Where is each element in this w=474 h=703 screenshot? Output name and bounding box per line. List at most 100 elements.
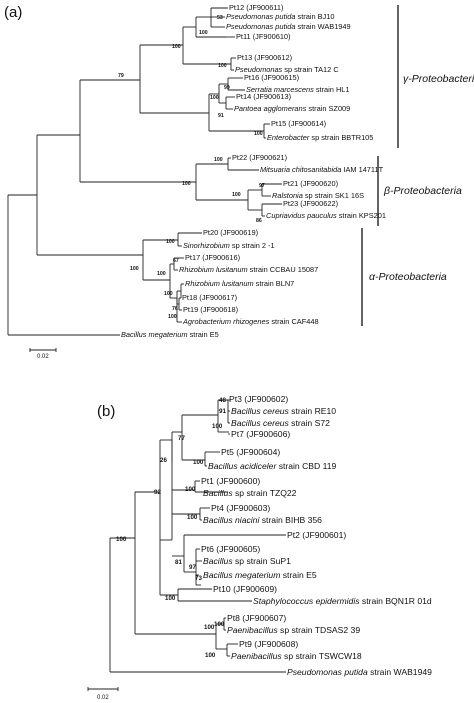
taxon-label: Bacillus megaterium strain E5 [121,330,219,339]
bootstrap-value: 53 [217,15,223,21]
bootstrap-value: 91 [219,408,226,415]
bootstrap-value: 77 [178,435,185,442]
bootstrap-value: 100 [172,44,181,50]
bootstrap-value: 100 [212,423,223,430]
taxon-label: Bacillus acidiceler strain CBD 119 [208,461,337,471]
bootstrap-value: 100 [157,271,166,277]
bootstrap-value: 48 [219,397,226,404]
taxon-label: Pt9 (JF900608) [239,639,298,649]
bootstrap-value: 100 [168,314,177,320]
panel-a: (a) [4,3,474,360]
taxon-label: Pseudomonas putida strain WAB1949 [287,667,432,677]
bootstrap-value: 100 [185,486,196,493]
bootstrap-value: 100 [254,131,263,137]
bootstrap-value: 97 [189,564,196,571]
panel-b: (b) [87,394,432,701]
taxon-label: Pt2 (JF900601) [287,530,346,540]
bootstrap-value: 100 [204,624,215,631]
taxon-label: Mitsuaria chitosanitabida IAM 14711T [260,165,384,174]
bootstrap-value: 73 [195,575,202,582]
bootstrap-value: 81 [175,559,182,566]
gamma-group-label: γ-Proteobacteria [403,73,474,85]
bootstrap-value: 79 [118,73,124,79]
bootstrap-value: 100 [166,239,175,245]
taxon-label: Pt8 (JF900607) [227,613,286,623]
taxon-label: Bacillus cereus strain RE10 [231,406,336,416]
taxon-label: Pt11 (JF900610) [236,32,291,41]
taxon-label: Pantoea agglomerans strain SZ009 [234,104,350,113]
panel-b-bootstraps: 48 91 100 77 100 26 100 92 100 100 81 97… [116,397,226,659]
bootstrap-value: 100 [193,459,204,466]
panel-a-taxa: Pt12 (JF900611) Pseudomonas putida strai… [121,3,386,339]
alpha-group-label: α-Proteobacteria [369,271,447,283]
bootstrap-value: 100 [187,514,198,521]
bootstrap-value: 100 [165,595,176,602]
taxon-label: Pt12 (JF900611) [229,3,284,12]
panel-b-tree [109,399,286,673]
taxon-label: Bacillus cereus strain S72 [231,418,330,428]
taxon-label: Pt18 (JF900617) [182,293,237,302]
bootstrap-value: 100 [218,63,227,69]
taxon-label: Pt1 (JF900600) [201,476,260,486]
bootstrap-value: 26 [160,457,167,464]
taxon-label: Pt10 (JF900609) [213,584,277,594]
taxon-label: Pt19 (JF900618) [183,305,238,314]
panel-a-bootstraps: 53 100 100 79 100 99 100 91 100 100 100 … [118,15,265,320]
bootstrap-value: 86 [256,218,262,224]
taxon-label: Pt15 (JF900614) [271,119,326,128]
taxon-label: Paenibacillus sp strain TDSAS2 39 [227,625,360,635]
scale-label: 0.02 [37,354,49,360]
taxon-label: Pt3 (JF900602) [229,394,288,404]
bootstrap-value: 100 [164,291,173,297]
taxon-label: Pt16 (JF900615) [244,73,299,82]
taxon-label: Rhizobium lusitanum strain BLN7 [185,279,294,288]
taxon-label: Pt17 (JF900616) [185,253,240,262]
taxon-label: Serratia marcescens strain HL1 [246,85,350,94]
taxon-label: Pt21 (JF900620) [283,179,338,188]
bootstrap-value: 67 [173,258,179,264]
bootstrap-value: 100 [130,266,139,272]
taxon-label: Enterobacter sp strain BBTR105 [267,133,373,142]
bootstrap-value: 100 [210,95,219,101]
taxon-label: Staphylococcus epidermidis strain BQN1R … [253,596,432,606]
panel-a-tree [7,7,282,336]
scale-label: 0.02 [97,695,109,701]
bootstrap-value: 97 [259,183,265,189]
taxon-label: Pt13 (JF900612) [237,53,292,62]
taxon-label: Pseudomonas putida strain WAB1949 [226,22,351,31]
bootstrap-value: 100 [205,652,216,659]
taxon-label: Bacillus niacini strain BIHB 356 [203,515,322,525]
taxon-label: Pseudomonas putida strain BJ10 [226,12,334,21]
taxon-label: Pt23 (JF900622) [283,199,338,208]
taxon-label: Cupriavidus pauculus strain KPS201 [266,211,386,220]
panel-b-label: (b) [97,403,115,420]
taxon-label: Pseudomonas sp strain TA12 C [235,65,339,74]
bootstrap-value: 100 [232,192,241,198]
taxon-label: Pt22 (JF900621) [232,153,287,162]
bootstrap-value: 100 [199,30,208,36]
taxon-label: Pt14 (JF900613) [236,92,291,101]
taxon-label: Rhizobium lusitanum strain CCBAU 15087 [179,265,318,274]
taxon-label: Pt5 (JF900604) [221,447,280,457]
taxon-label: Bacillus sp strain SuP1 [203,556,291,566]
taxon-label: Ralstonia sp strain SK1 16S [272,191,364,200]
panel-b-taxa: Pt3 (JF900602) Bacillus cereus strain RE… [201,394,432,677]
bootstrap-value: 100 [182,181,191,187]
beta-group-label: β-Proteobacteria [383,185,462,197]
taxon-label: Pt6 (JF900605) [201,544,260,554]
bootstrap-value: 100 [214,621,225,628]
bootstrap-value: 100 [116,536,127,543]
taxon-label: Bacillus megaterium strain E5 [203,570,317,580]
bootstrap-value: 99 [224,85,230,91]
taxon-label: Agrobacterium rhizogenes strain CAF448 [182,317,319,326]
taxon-label: Paenibacillus sp strain TSWCW18 [231,651,362,661]
bootstrap-value: 92 [154,489,161,496]
taxon-label: Sinorhizobium sp strain 2 -1 [183,241,275,250]
bootstrap-value: 91 [218,113,224,119]
taxon-label: Pt7 (JF900606) [231,429,290,439]
taxon-label: Pt4 (JF900603) [211,503,270,513]
bootstrap-value: 100 [214,157,223,163]
taxon-label: Pt20 (JF900619) [203,228,258,237]
taxon-label: Bacillus sp strain TZQ22 [203,488,297,498]
